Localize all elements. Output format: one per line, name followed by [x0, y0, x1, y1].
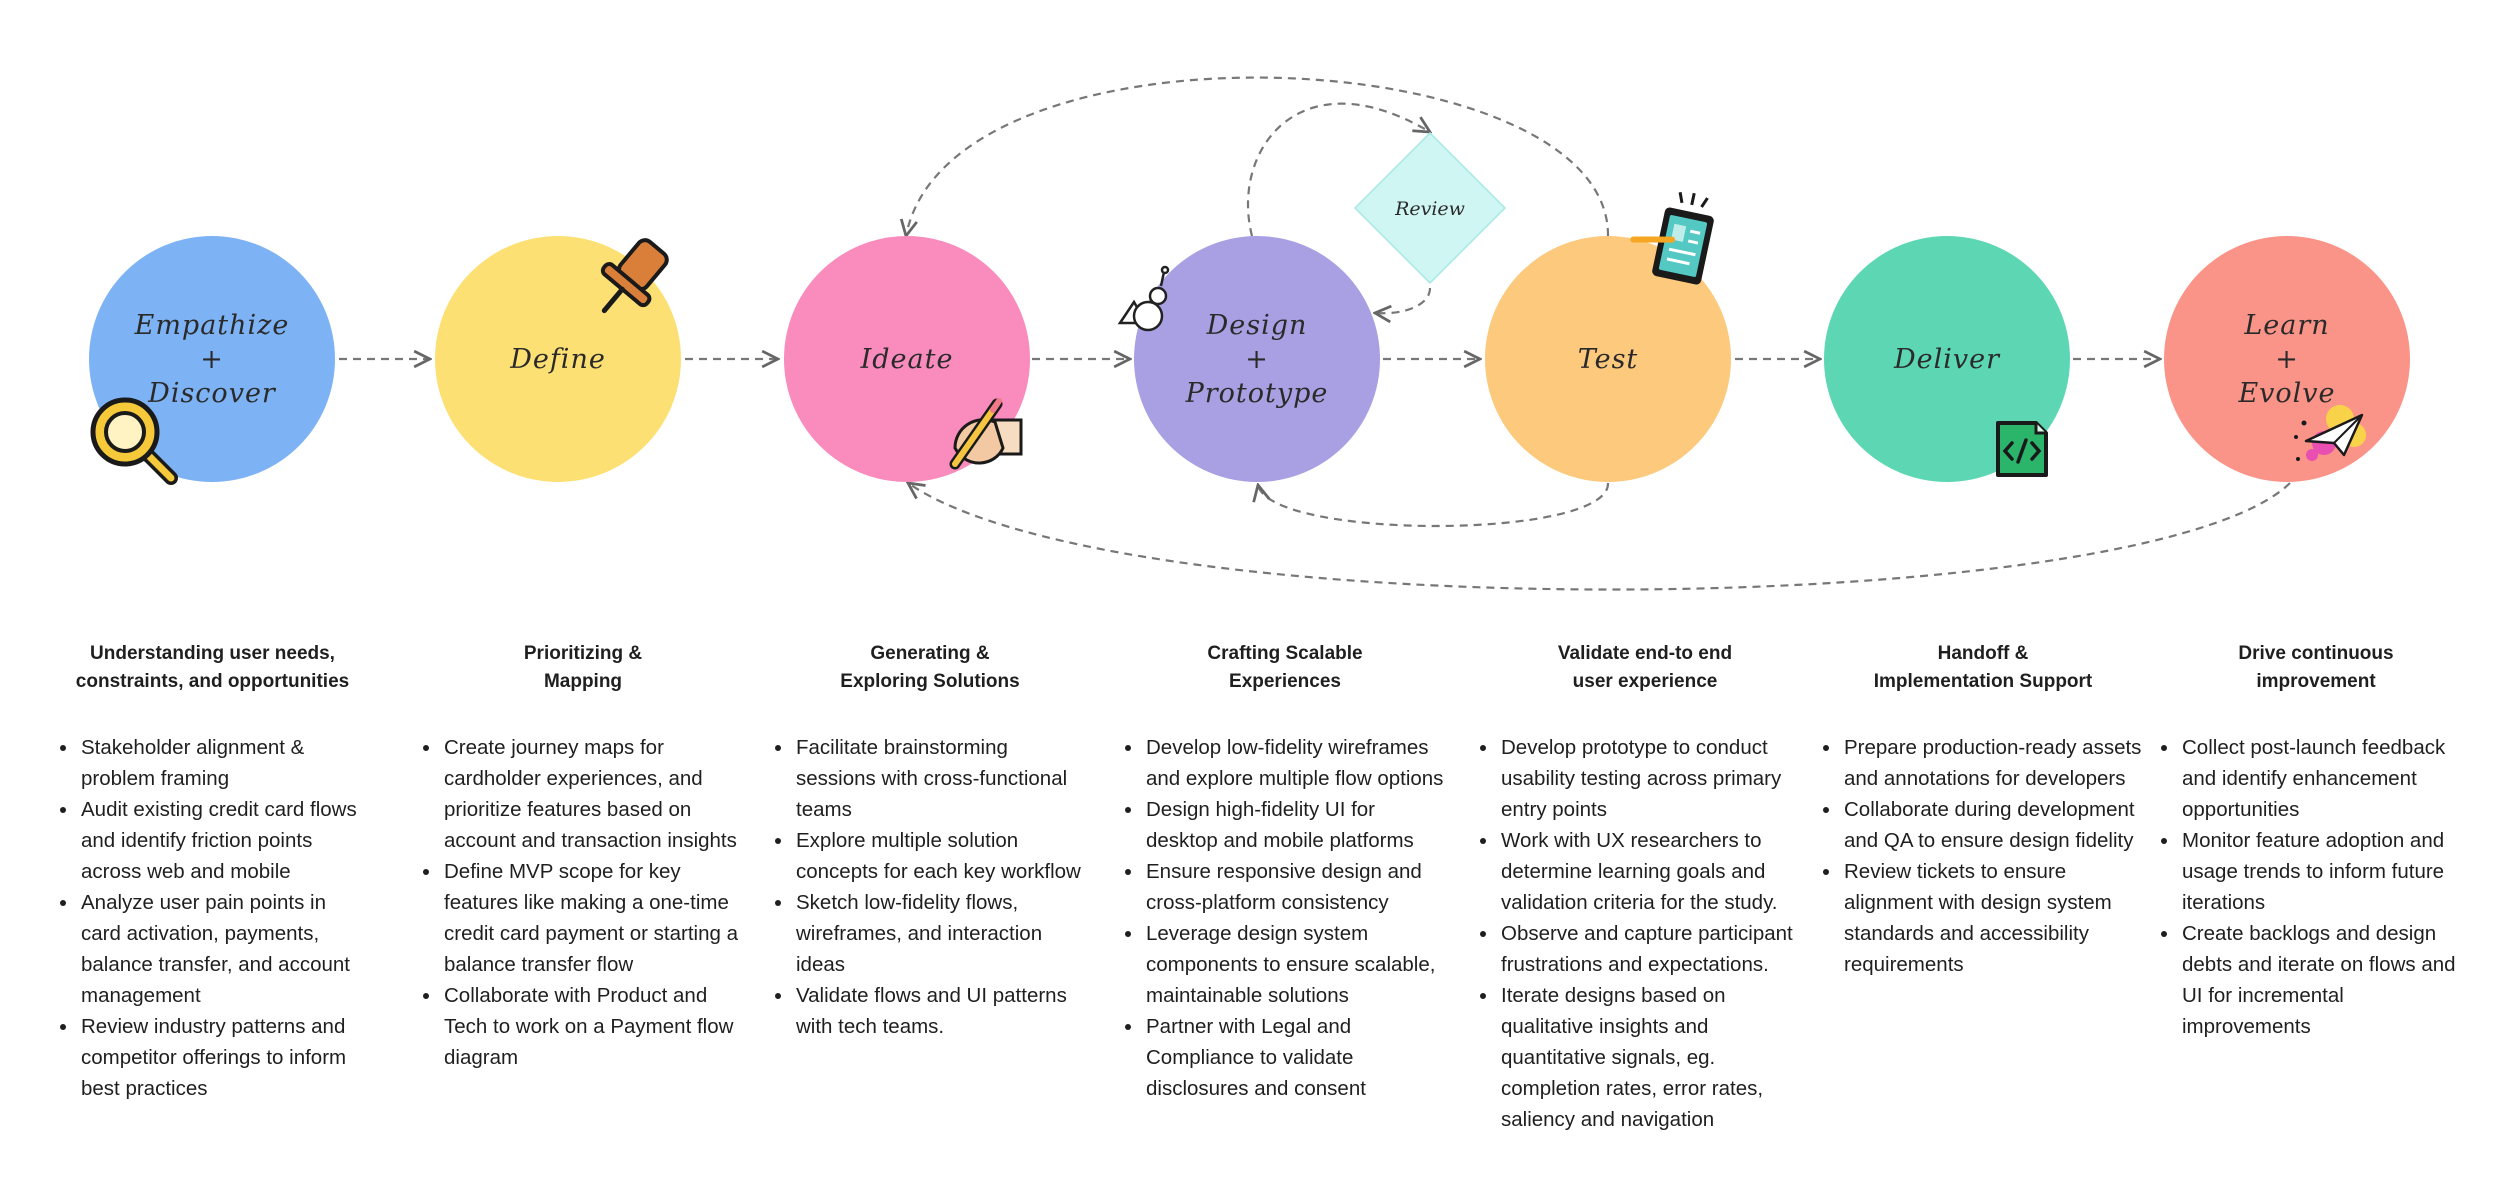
list-item: Collaborate during development and QA to… [1842, 794, 2148, 856]
hand-pencil-icon [949, 398, 1023, 470]
bullet-list: Develop prototype to conduct usability t… [1475, 732, 1815, 1135]
stage-label: Learn [2243, 310, 2329, 341]
column-design: Crafting Scalable Experiences Develop lo… [1120, 640, 1450, 1104]
list-item: Ensure responsive design and cross-platf… [1144, 856, 1450, 918]
column-title: Handoff & Implementation Support [1873, 643, 2093, 692]
column-ideate: Generating & Exploring Solutions Facilit… [770, 640, 1090, 1042]
list-item: Validate flows and UI patterns with tech… [794, 980, 1090, 1042]
list-item: Sketch low-fidelity flows, wireframes, a… [794, 887, 1090, 980]
column-deliver: Handoff & Implementation Support Prepare… [1818, 640, 2148, 980]
list-item: Define MVP scope for key features like m… [442, 856, 748, 980]
column-title: Validate end-to end user experience [1557, 643, 1733, 692]
column-title: Drive continuous improvement [2238, 643, 2394, 692]
stage-circle [435, 236, 681, 482]
review-decision: Review [1353, 131, 1507, 285]
stage-label: Prototype [1185, 378, 1329, 409]
stage-label: Define [509, 344, 606, 375]
stage-circle [1485, 236, 1731, 482]
bullet-list: Prepare production-ready assets and anno… [1818, 732, 2148, 980]
shapes-icon [1117, 265, 1170, 332]
stage-empathize: Empathize+Discover [89, 236, 335, 482]
tablet-icon [1630, 191, 1714, 285]
list-item: Prepare production-ready assets and anno… [1842, 732, 2148, 794]
list-item: Facilitate brainstorming sessions with c… [794, 732, 1090, 825]
stage-label: Discover [147, 378, 277, 409]
column-title: Understanding user needs, constraints, a… [75, 643, 350, 692]
list-item: Design high-fidelity UI for desktop and … [1144, 794, 1450, 856]
stage-test: Test [1485, 236, 1731, 482]
list-item: Stakeholder alignment & problem framing [79, 732, 370, 794]
stage-circle [784, 236, 1030, 482]
bullet-list: Stakeholder alignment & problem framing … [55, 732, 370, 1104]
stage-learn: Learn+Evolve [2164, 236, 2410, 482]
list-item: Explore multiple solution concepts for e… [794, 825, 1090, 887]
list-item: Collect post-launch feedback and identif… [2180, 732, 2476, 825]
loop-design-to-review [1246, 102, 1430, 237]
list-item: Create journey maps for cardholder exper… [442, 732, 748, 856]
loop-test-to-design [1258, 483, 1610, 528]
list-item: Create backlogs and design debts and ite… [2180, 918, 2476, 1042]
stage-design: Design+Prototype [1134, 236, 1380, 482]
list-item: Audit existing credit card flows and ide… [79, 794, 370, 887]
paper-plane-icon [2294, 405, 2366, 461]
code-file-icon [1996, 421, 2048, 477]
bullet-list: Develop low-fidelity wireframes and expl… [1120, 732, 1450, 1104]
stage-label: Deliver [1893, 344, 2001, 375]
stage-label: + [2275, 344, 2299, 375]
column-title: Crafting Scalable Experiences [1207, 643, 1363, 692]
list-item: Analyze user pain points in card activat… [79, 887, 370, 1011]
pushpin-icon [600, 238, 669, 314]
stage-label: + [1245, 344, 1269, 375]
column-title: Generating & Exploring Solutions [840, 643, 1020, 692]
stage-label: Design [1206, 310, 1308, 341]
stage-ideate: Ideate [784, 236, 1030, 482]
review-label: Review [1394, 198, 1465, 220]
list-item: Iterate designs based on qualitative ins… [1499, 980, 1815, 1135]
list-item: Observe and capture participant frustrat… [1499, 918, 1815, 980]
column-test: Validate end-to end user experience Deve… [1475, 640, 1815, 1135]
bullet-list: Collect post-launch feedback and identif… [2156, 732, 2476, 1042]
list-item: Develop low-fidelity wireframes and expl… [1144, 732, 1450, 794]
bullet-list: Create journey maps for cardholder exper… [418, 732, 748, 1073]
magnifier-icon [90, 397, 178, 485]
loop-learn-to-ideate [908, 483, 2291, 591]
list-item: Collaborate with Product and Tech to wor… [442, 980, 748, 1073]
column-empathize: Understanding user needs, constraints, a… [55, 640, 370, 1104]
stage-define: Define [435, 236, 681, 482]
loop-review-to-design [1375, 287, 1432, 313]
bullet-list: Facilitate brainstorming sessions with c… [770, 732, 1090, 1042]
stage-deliver: Deliver [1824, 236, 2070, 482]
stage-label: Test [1578, 344, 1639, 375]
list-item: Review tickets to ensure alignment with … [1842, 856, 2148, 980]
stage-label: + [200, 344, 224, 375]
stage-label: Empathize [134, 310, 290, 341]
stage-circle [1824, 236, 2070, 482]
column-learn: Drive continuous improvement Collect pos… [2156, 640, 2476, 1042]
stage-label: Evolve [2237, 378, 2335, 409]
list-item: Work with UX researchers to determine le… [1499, 825, 1815, 918]
stage-circle [1134, 236, 1380, 482]
stage-label: Ideate [860, 344, 954, 375]
list-item: Partner with Legal and Compliance to val… [1144, 1011, 1450, 1104]
column-title: Prioritizing & Mapping [523, 643, 643, 692]
list-item: Leverage design system components to ens… [1144, 918, 1450, 1011]
column-define: Prioritizing & Mapping Create journey ma… [418, 640, 748, 1073]
list-item: Monitor feature adoption and usage trend… [2180, 825, 2476, 918]
loop-test-to-ideate [906, 76, 1610, 236]
list-item: Review industry patterns and competitor … [79, 1011, 370, 1104]
list-item: Develop prototype to conduct usability t… [1499, 732, 1815, 825]
